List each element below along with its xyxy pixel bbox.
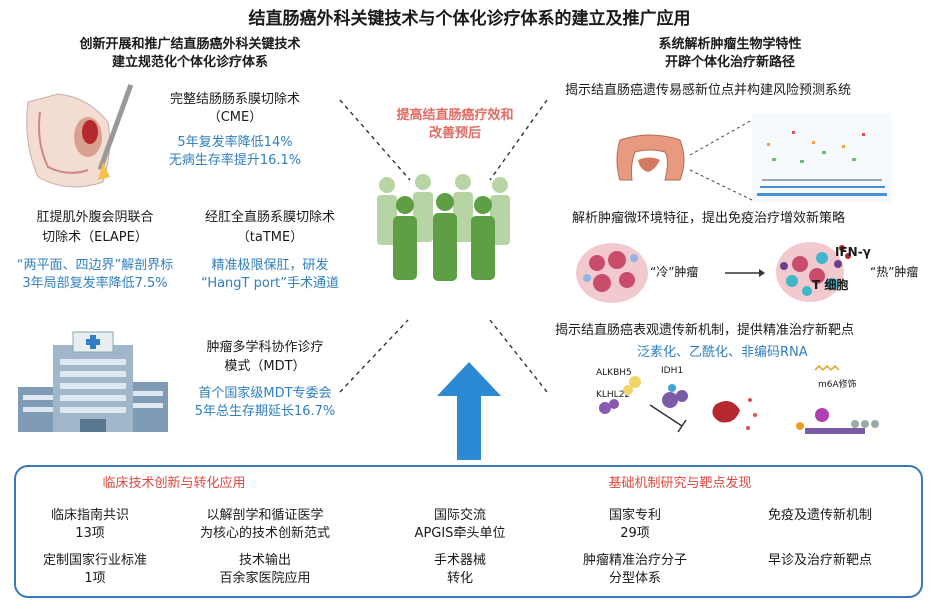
mdt-result-line2: 5年总生存期延长16.7% bbox=[194, 404, 336, 419]
intestine-illustration bbox=[616, 134, 685, 181]
item-guidelines-line1: 临床指南共识 bbox=[50, 508, 129, 523]
center-goal-line1: 提高结直肠癌疗效和 bbox=[396, 108, 514, 123]
m6a-label: m6A修饰 bbox=[818, 380, 857, 390]
right-heading-line2: 开辟个体化治疗新路径 bbox=[664, 55, 795, 70]
patients-group-icon bbox=[377, 174, 510, 281]
center-goal-line2: 改善预后 bbox=[428, 126, 481, 141]
item-immune-genetic: 免疫及遗传新机制 bbox=[767, 508, 872, 523]
tatme-title-line2: （taTME） bbox=[236, 230, 304, 245]
cme-title-line1: 完整结肠肠系膜切除术 bbox=[169, 92, 300, 107]
left-heading-line2: 建立规范化个体化诊疗体系 bbox=[111, 55, 268, 70]
left-heading-line1: 创新开展和推广结直肠癌外科关键技术 bbox=[79, 37, 301, 52]
tatme-result-line1: 精准极限保肛，研发 bbox=[211, 258, 329, 273]
item-early-diagnosis: 早诊及治疗新靶点 bbox=[767, 553, 872, 568]
item-exchange-line2: APGIS牵头单位 bbox=[414, 526, 506, 541]
item-guidelines-line2: 13项 bbox=[75, 526, 105, 541]
epigenetics-illustration bbox=[599, 364, 879, 434]
immune-title: 解析肿瘤微环境特征，提出免疫治疗增效新策略 bbox=[572, 211, 846, 226]
cme-result-line1: 5年复发率降低14% bbox=[177, 135, 293, 150]
page-title: 结直肠癌外科关键技术与个体化诊疗体系的建立及推广应用 bbox=[248, 9, 691, 29]
item-paradigm-line2: 为核心的技术创新范式 bbox=[199, 526, 330, 541]
tatme-result-line2: “HangT port”手术通道 bbox=[200, 276, 340, 291]
pelvis-anatomy-illustration bbox=[26, 84, 134, 188]
alkbh5-label: ALKBH5 bbox=[596, 368, 632, 378]
cme-result-line2: 无病生存率提升16.1% bbox=[168, 153, 302, 168]
item-molecular-line2: 分型体系 bbox=[608, 571, 661, 586]
achievements-box bbox=[14, 465, 923, 598]
elape-result-line1: “两平面、四边界”解剖界标 bbox=[16, 258, 174, 273]
idh1-label: IDH1 bbox=[661, 366, 684, 376]
mdt-title-line1: 肿瘤多学科协作诊疗 bbox=[206, 340, 324, 355]
item-devices-line1: 手术器械 bbox=[433, 553, 486, 568]
item-devices-line2: 转化 bbox=[446, 571, 473, 586]
cold-to-hot-arrow bbox=[725, 269, 765, 277]
item-paradigm-line1: 以解剖学和循证医学 bbox=[206, 508, 324, 523]
hospital-building-illustration bbox=[18, 331, 168, 432]
elape-title-line1: 肛提肌外腹会阴联合 bbox=[36, 210, 154, 225]
epi-subtitle: 泛素化、乙酰化、非编码RNA bbox=[637, 345, 808, 360]
elape-title-line2: 切除术（ELAPE） bbox=[42, 230, 148, 245]
item-exchange-line1: 国际交流 bbox=[433, 508, 486, 523]
cold-tumor-label: “冷”肿瘤 bbox=[650, 265, 699, 279]
mdt-title-line2: 模式（MDT） bbox=[224, 359, 306, 374]
risk-title: 揭示结直肠癌遗传易感新位点并构建风险预测系统 bbox=[565, 83, 852, 98]
epi-title: 揭示结直肠癌表观遗传新机制，提供精准治疗新靶点 bbox=[555, 323, 855, 338]
hot-tumor-illustration bbox=[776, 242, 851, 302]
mdt-result-line1: 首个国家级MDT专委会 bbox=[198, 386, 332, 401]
ifn-gamma-label: IFN-γ bbox=[835, 245, 871, 259]
item-tech-output-line1: 技术输出 bbox=[238, 553, 291, 568]
item-patents-line2: 29项 bbox=[620, 526, 650, 541]
item-tech-output-line2: 百余家医院应用 bbox=[219, 571, 311, 586]
bottom-left-title: 临床技术创新与转化应用 bbox=[102, 476, 246, 491]
t-cell-label: T 细胞 bbox=[812, 278, 849, 292]
item-standard-line2: 1项 bbox=[84, 571, 106, 586]
right-heading-line1: 系统解析肿瘤生物学特性 bbox=[658, 37, 802, 52]
cold-tumor-illustration bbox=[576, 243, 648, 303]
tatme-title-line1: 经肛全直肠系膜切除术 bbox=[204, 210, 335, 225]
item-standard-line1: 定制国家行业标准 bbox=[42, 553, 147, 568]
bottom-right-title: 基础机制研究与靶点发现 bbox=[608, 476, 752, 491]
up-arrow-icon bbox=[437, 362, 501, 460]
gwas-scatter-plot bbox=[752, 113, 892, 203]
item-molecular-line1: 肿瘤精准治疗分子 bbox=[582, 553, 687, 568]
cme-title-line2: （CME） bbox=[207, 110, 263, 125]
klhl22-label: KLHL22 bbox=[596, 390, 631, 400]
item-patents-line1: 国家专利 bbox=[608, 508, 661, 523]
hot-tumor-label: “热”肿瘤 bbox=[870, 265, 919, 279]
elape-result-line2: 3年局部复发率降低7.5% bbox=[22, 276, 168, 291]
